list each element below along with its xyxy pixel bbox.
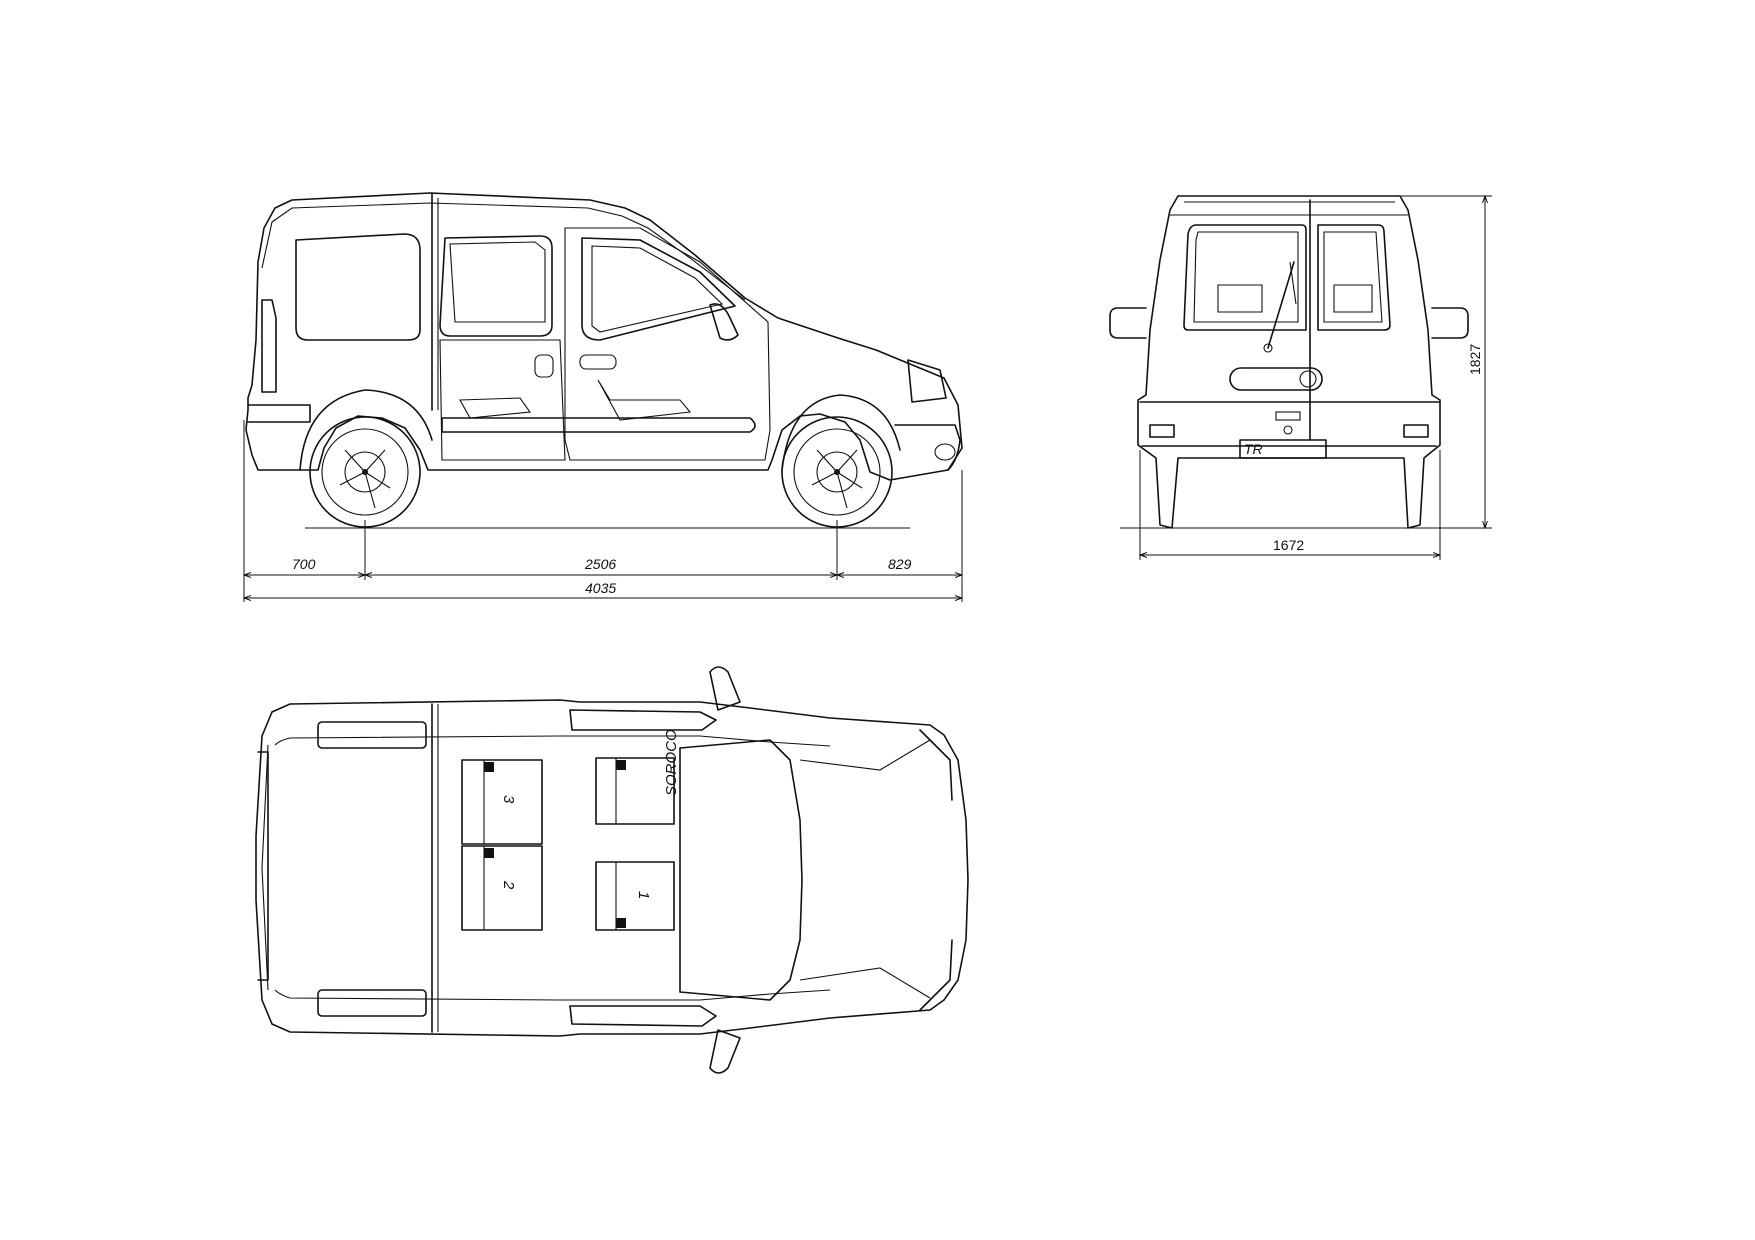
seat-3 bbox=[461, 759, 543, 845]
seat-2 bbox=[461, 845, 543, 931]
top-view: 3 2 SOROCO 1 bbox=[255, 666, 969, 1074]
side-view: 700 2506 829 4035 bbox=[244, 192, 962, 602]
seat-front-label: SOROCO bbox=[663, 729, 680, 796]
front-overhang-label: 829 bbox=[888, 556, 912, 572]
rear-overhang-label: 700 bbox=[292, 556, 316, 572]
wheelbase-label: 2506 bbox=[584, 556, 616, 572]
width-label: 1672 bbox=[1273, 537, 1304, 553]
seat-3-label: 3 bbox=[500, 795, 517, 804]
seat-2-label: 2 bbox=[500, 880, 517, 890]
seat-1 bbox=[595, 861, 675, 931]
seat-front-passenger bbox=[595, 757, 675, 825]
plate-label: TR bbox=[1244, 441, 1263, 457]
height-label: 1827 bbox=[1467, 344, 1483, 375]
overall-length-label: 4035 bbox=[585, 580, 616, 596]
rear-view: TR 1672 1827 bbox=[1109, 196, 1492, 560]
seat-1-label: 1 bbox=[635, 891, 652, 899]
